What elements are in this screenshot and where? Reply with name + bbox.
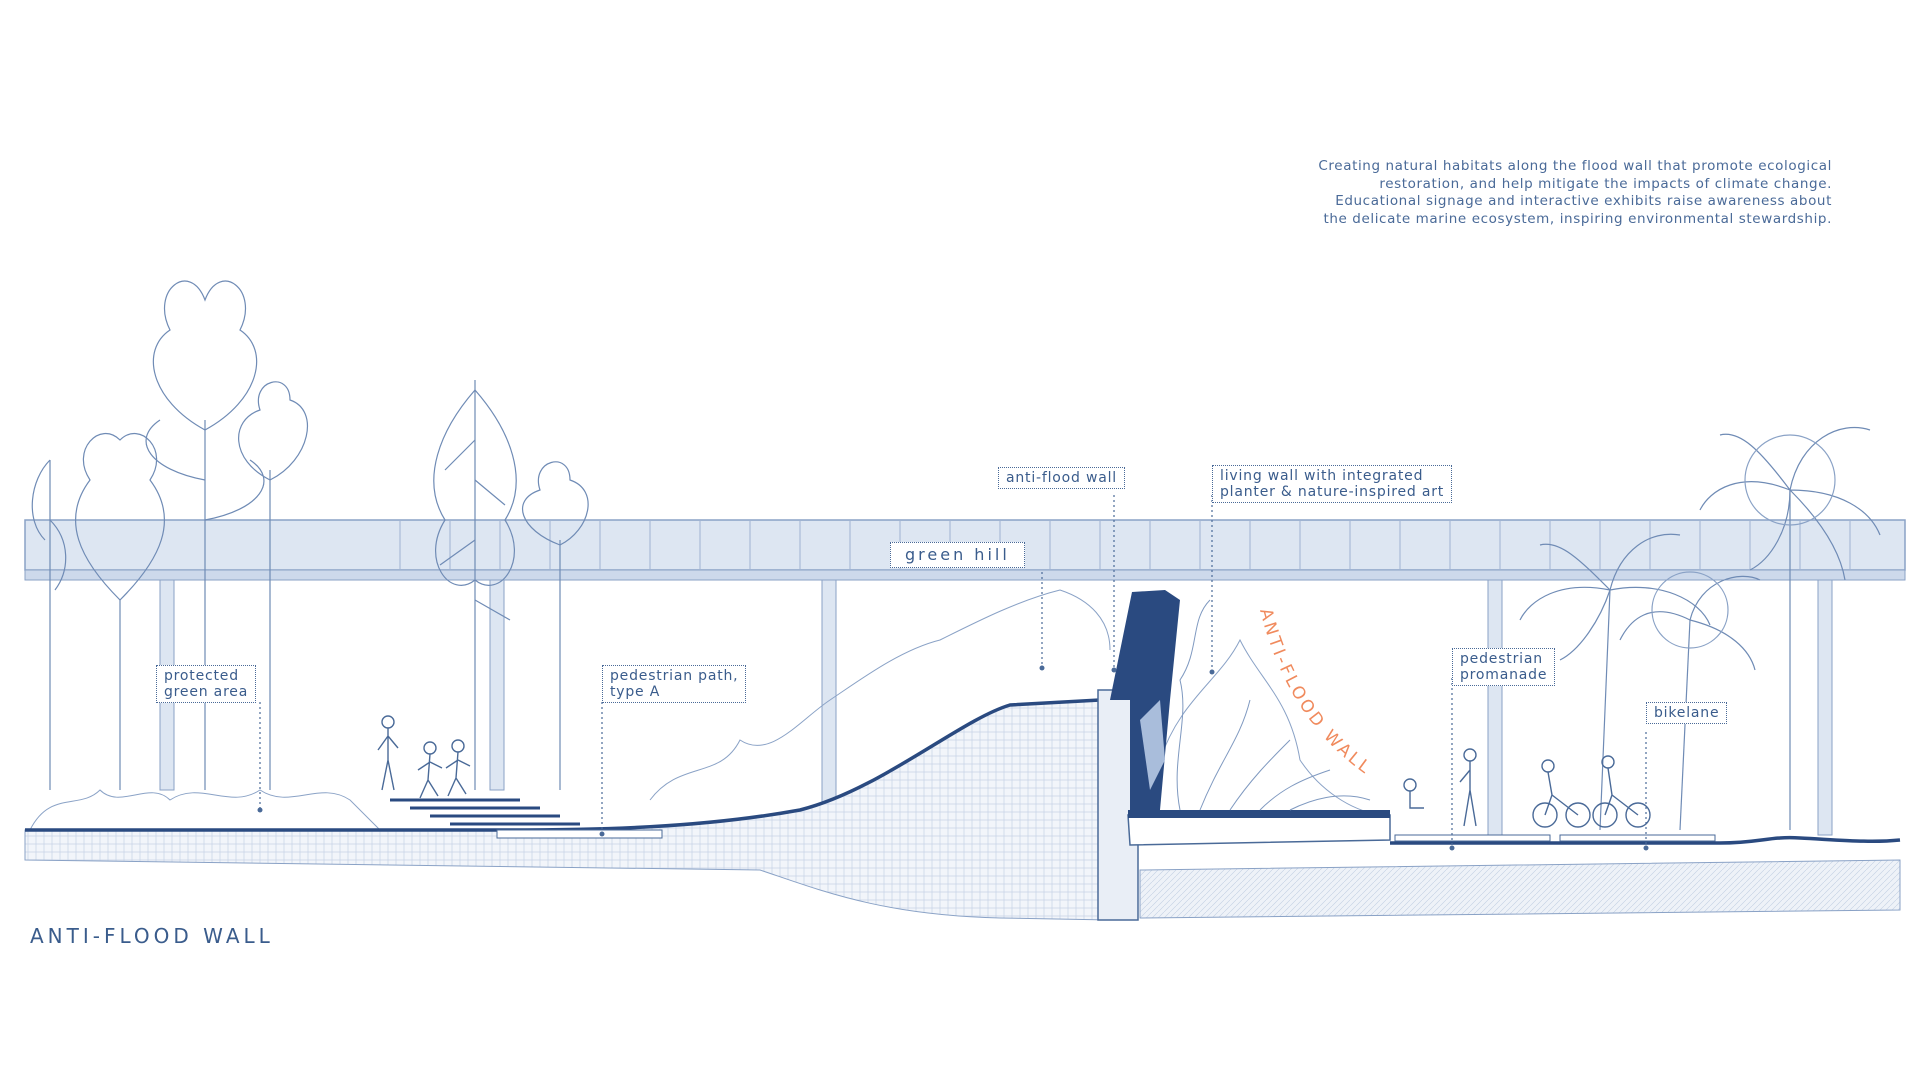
tree-group-left [31,280,589,790]
svg-text:ANTI-FLOOD WALL: ANTI-FLOOD WALL [1255,606,1376,779]
tree-group-right [1519,426,1881,831]
label-anti-flood-wall: anti-flood wall [998,467,1125,489]
label-pedestrian-path: pedestrian path, type A [602,665,747,703]
leader-lines [259,495,1647,848]
ground-section [24,689,1901,921]
label-pedestrian-promenade: pedestrian promanade [1452,648,1556,686]
steps [390,798,580,826]
anti-flood-wall [1110,590,1390,818]
label-bikelane: bikelane [1646,702,1728,724]
living-wall-planting [1176,599,1371,811]
label-protected-green-area: protected green area [156,665,257,703]
undergrowth [29,589,1381,831]
label-living-wall: living wall with integrated planter & na… [1212,465,1453,503]
leader-dots [257,665,1649,851]
anti-flood-wall-lettering: ANTI-FLOOD WALL [1255,606,1376,779]
label-green-hill: green hill [890,542,1025,568]
people-figures [377,715,1651,828]
project-description: Creating natural habitats along the floo… [1318,158,1832,227]
drawing-title: ANTI-FLOOD WALL [30,924,274,948]
